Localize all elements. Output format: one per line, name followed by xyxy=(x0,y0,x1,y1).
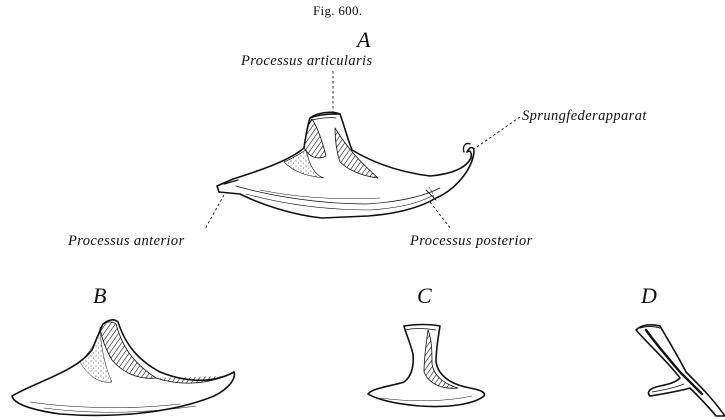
bone-drawing-b xyxy=(12,320,234,416)
bone-drawing-c xyxy=(368,325,484,407)
bone-drawing-d xyxy=(636,325,725,416)
bone-drawing-a xyxy=(217,112,474,218)
